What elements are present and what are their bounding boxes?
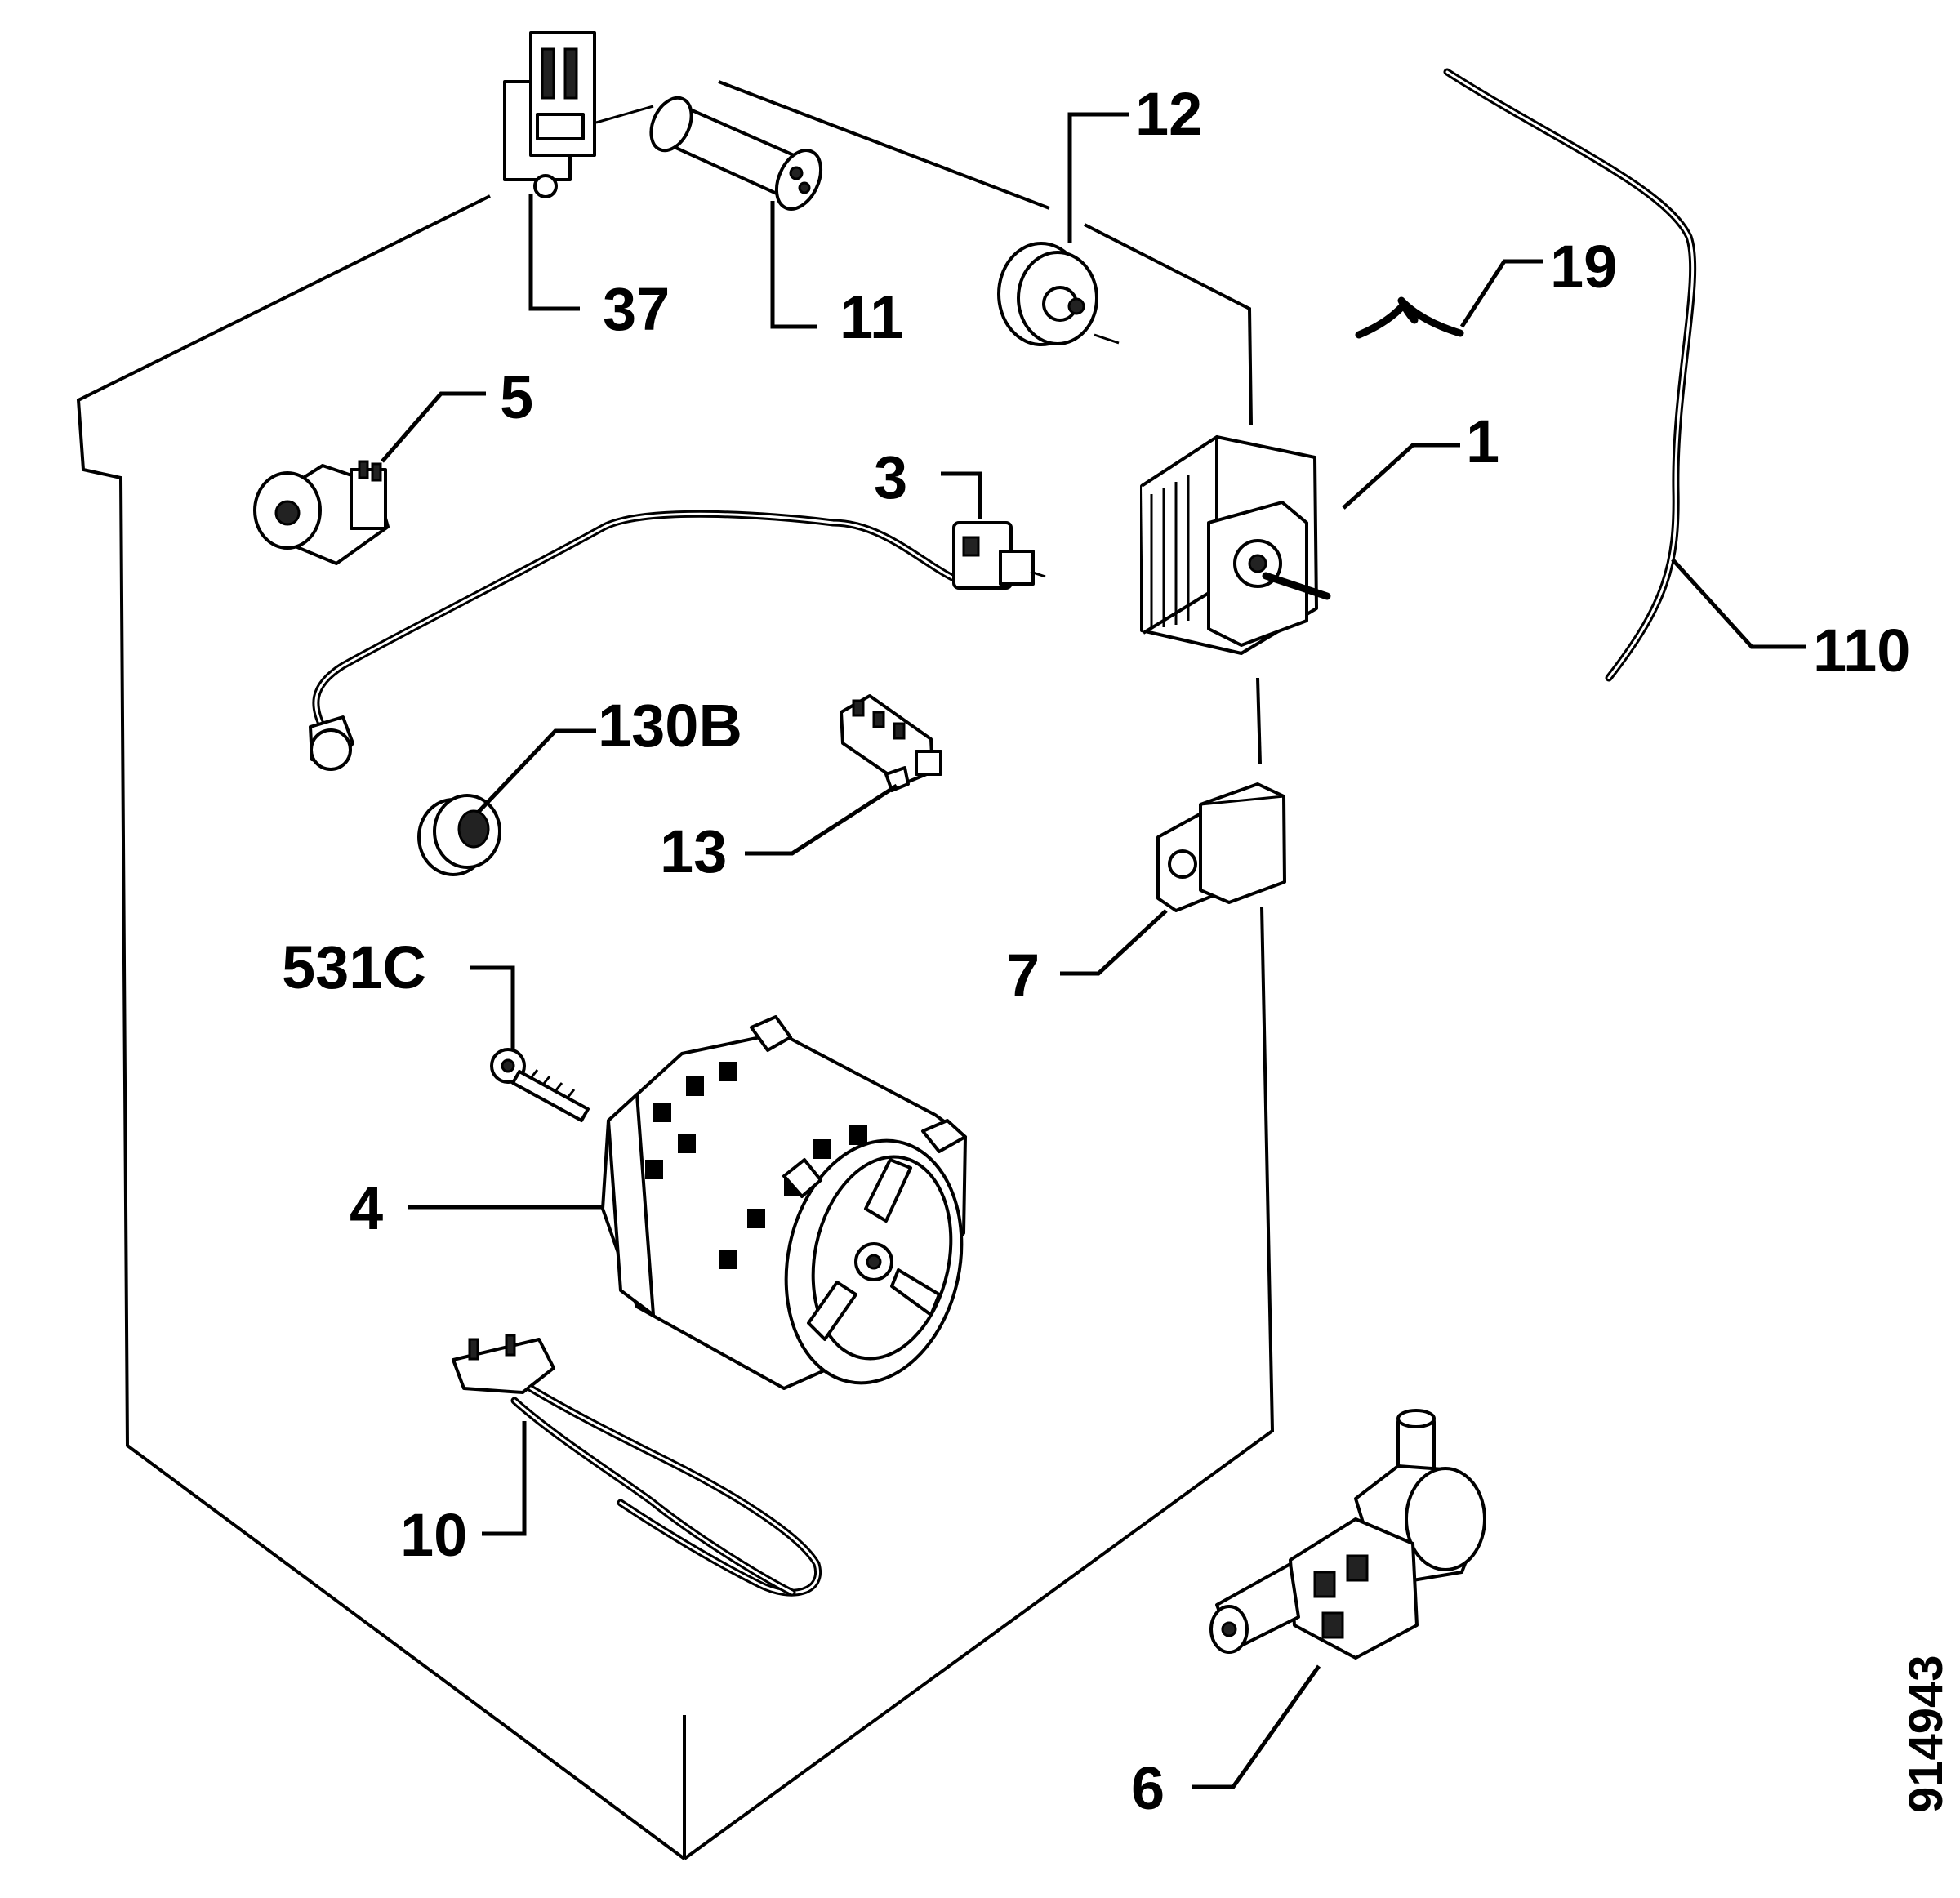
callout-11: 11 <box>840 283 903 351</box>
capacitor-icon <box>649 96 823 211</box>
motor-icon <box>601 1015 967 1390</box>
clip-icon <box>1355 296 1464 339</box>
connector-icon <box>840 694 942 792</box>
callout-10: 10 <box>400 1501 467 1569</box>
callout-531c: 531C <box>282 933 426 1001</box>
diagram-code: 914943 <box>1900 1655 1953 1813</box>
callout-37: 37 <box>603 275 670 343</box>
callout-labels: 37 11 12 19 110 5 3 1 130B 13 7 531C 4 1… <box>282 80 1910 1822</box>
drain-pump-icon <box>1209 1409 1486 1660</box>
grommet-icon <box>417 794 501 876</box>
pressure-switch-icon <box>997 242 1120 346</box>
callout-5: 5 <box>500 363 533 431</box>
callout-4: 4 <box>350 1174 383 1242</box>
callout-130b: 130B <box>598 692 742 760</box>
screw-icon <box>490 1048 590 1122</box>
callout-13: 13 <box>660 818 727 885</box>
suppressor-icon <box>1156 782 1286 912</box>
callout-6: 6 <box>1131 1754 1165 1822</box>
callout-1: 1 <box>1466 408 1499 475</box>
thermostat-icon <box>309 510 1046 771</box>
timer-icon <box>1140 435 1331 655</box>
cabinet-outline <box>76 80 1275 1860</box>
terminal-block-icon <box>503 31 654 198</box>
callout-110: 110 <box>1813 617 1910 684</box>
callout-3: 3 <box>874 443 907 511</box>
heating-element-icon <box>452 1334 822 1597</box>
callout-7: 7 <box>1006 942 1040 1009</box>
callout-12: 12 <box>1135 80 1202 148</box>
callout-19: 19 <box>1550 233 1617 301</box>
wire-icon <box>1443 68 1697 682</box>
door-interlock-icon <box>253 460 390 565</box>
